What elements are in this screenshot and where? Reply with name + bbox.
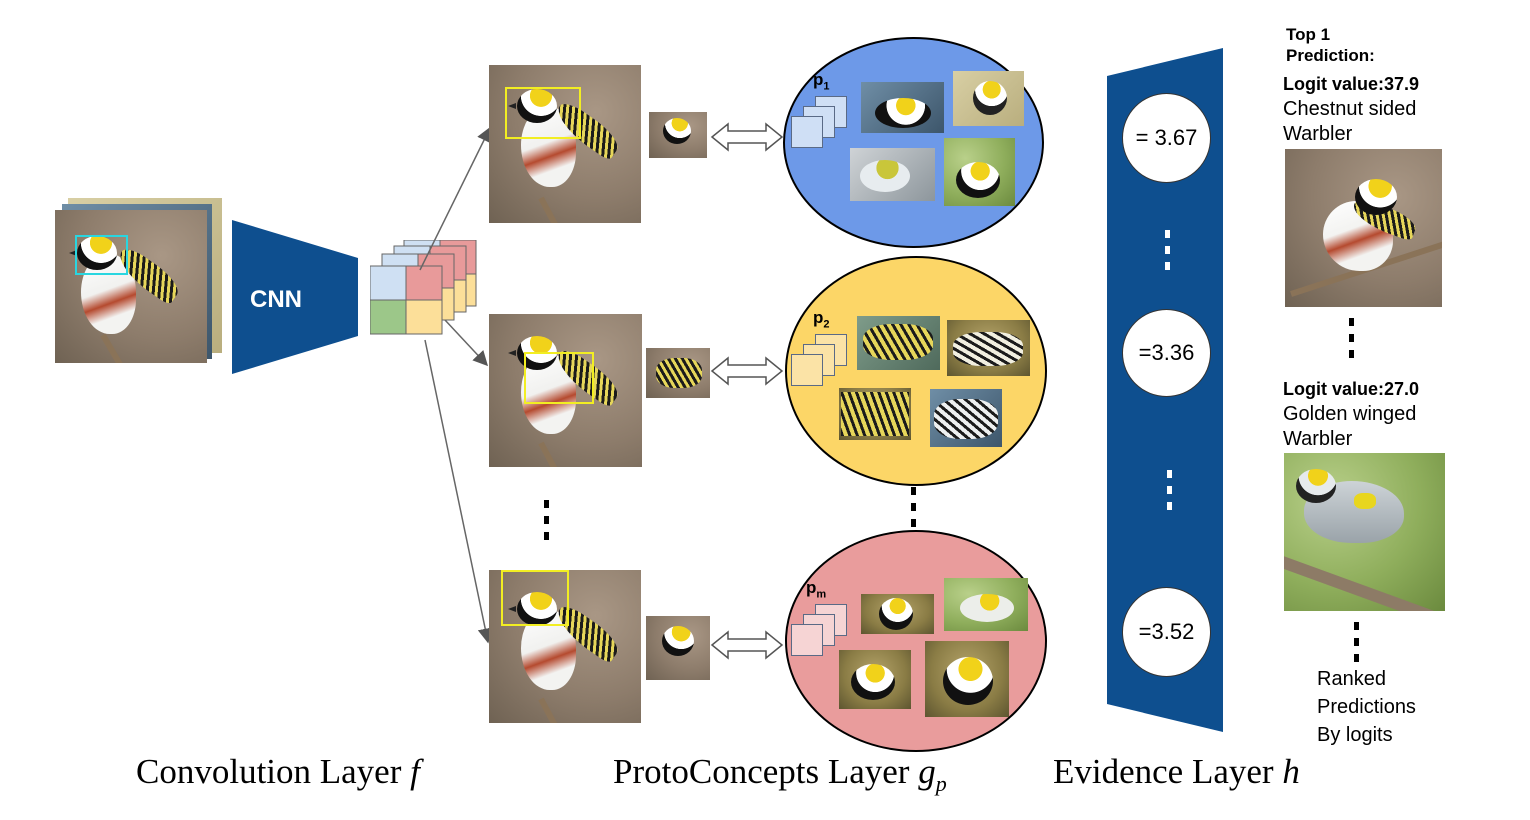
top-prediction-title: Top 1 Prediction: (1286, 25, 1375, 65)
protom-patch-a (861, 594, 934, 634)
cnn-block (232, 220, 358, 374)
evidence-ellipsis-1 (1165, 230, 1170, 278)
protom-patch-c (839, 650, 911, 709)
proto1-patch-c (850, 148, 935, 201)
input-image (55, 210, 207, 363)
evidence-value-1: = 3.67 (1122, 93, 1211, 183)
prediction-2-name-line1: Golden winged (1283, 403, 1417, 425)
protom-patch-b (944, 578, 1028, 631)
patch-crop-1 (649, 112, 707, 158)
proto2-patch-a (857, 316, 940, 370)
prediction-1-logit: Logit value:37.9 (1283, 74, 1420, 94)
conv-image-2 (489, 314, 642, 467)
patch-box-1 (505, 87, 581, 139)
proto-ellipsis (911, 487, 916, 535)
proto-label-m: pm (806, 578, 827, 601)
proto2-patch-d (930, 389, 1002, 447)
prediction-2-image (1284, 453, 1445, 611)
conv-ellipsis (544, 500, 549, 548)
patch-box-m (501, 570, 569, 626)
conv-image-1 (489, 65, 641, 223)
prediction-ellipsis-2 (1354, 622, 1359, 670)
caption-protoconcepts-layer: ProtoConcepts Layer gp (613, 752, 947, 796)
caption-evidence-layer: Evidence Layer h (1053, 752, 1300, 791)
evidence-value-m: =3.52 (1122, 587, 1211, 677)
prediction-ellipsis-1 (1349, 318, 1354, 366)
cnn-label: CNN (250, 286, 302, 313)
proto2-patch-b (947, 320, 1030, 376)
protom-patch-d (925, 641, 1009, 717)
proto1-patch-a (861, 82, 944, 133)
patch-box-2 (524, 352, 594, 404)
input-highlight-box (75, 235, 128, 275)
evidence-value-2: =3.36 (1122, 309, 1211, 397)
proto-stack-m (791, 604, 851, 664)
ranked-line2: Predictions (1317, 696, 1416, 718)
proto1-patch-b (953, 71, 1024, 126)
ranked-line1: Ranked (1317, 668, 1386, 690)
proto-label-2: p2 (813, 308, 830, 331)
conv-image-m (489, 570, 641, 723)
prediction-1-name-line1: Chestnut sided (1283, 98, 1417, 120)
ranked-line3: By logits (1317, 724, 1393, 746)
feature-map-stack (369, 239, 482, 340)
proto2-patch-c (839, 388, 911, 440)
prediction-2-name-line2: Warbler (1283, 428, 1353, 450)
proto-stack-2 (791, 334, 851, 394)
proto1-patch-d (944, 138, 1015, 206)
caption-convolution-layer: Convolution Layer f (136, 752, 420, 791)
prediction-1-image (1285, 149, 1442, 307)
prediction-2-logit: Logit value:27.0 (1283, 379, 1420, 399)
evidence-ellipsis-2 (1167, 470, 1172, 518)
proto-stack-1 (791, 96, 851, 156)
proto-label-1: p1 (813, 70, 830, 93)
prediction-1-name-line2: Warbler (1283, 123, 1353, 145)
patch-crop-m (646, 616, 710, 680)
patch-crop-2 (646, 348, 710, 398)
